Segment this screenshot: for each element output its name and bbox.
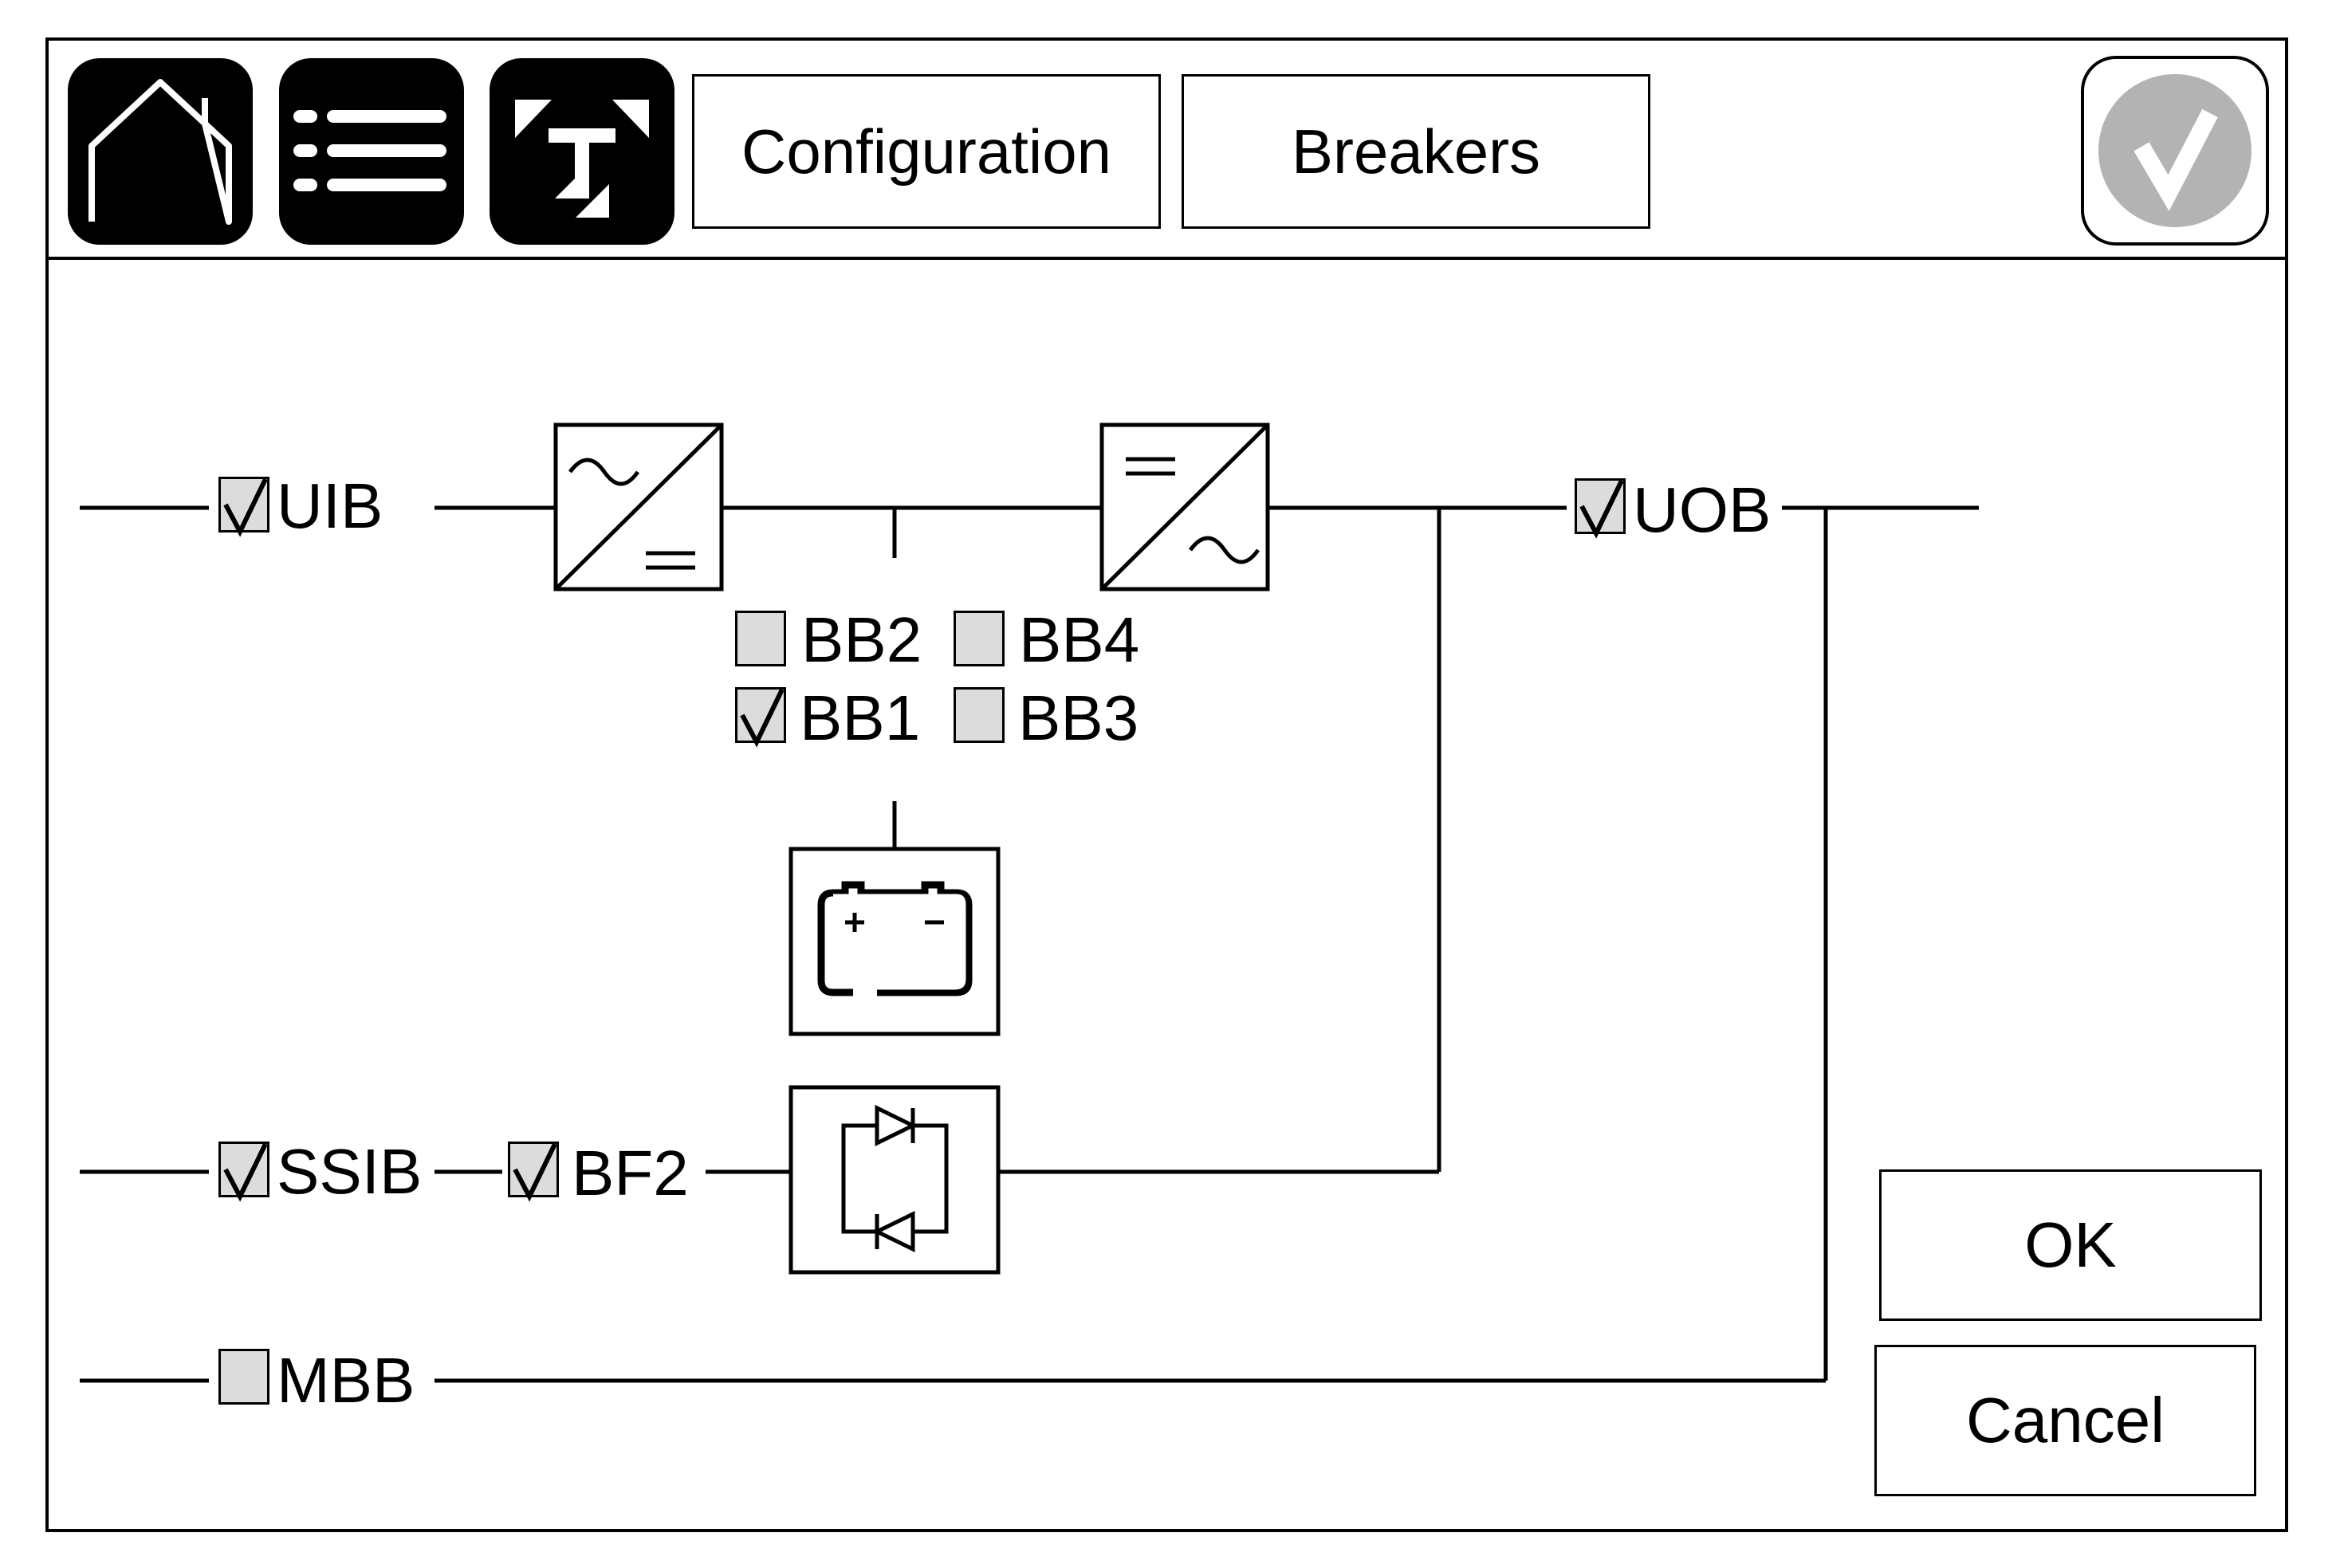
checkmark-icon — [223, 477, 268, 537]
header-divider — [45, 257, 2288, 260]
ac-dc-rectifier-icon — [553, 422, 724, 591]
cancel-button[interactable]: Cancel — [1874, 1345, 2256, 1496]
menu-button[interactable] — [279, 58, 464, 245]
tools-button[interactable] — [490, 58, 674, 245]
tab-configuration[interactable]: Configuration — [692, 74, 1161, 229]
check-status-icon — [2098, 74, 2251, 227]
battery-icon — [788, 847, 1001, 1036]
tab-breakers[interactable]: Breakers — [1182, 74, 1650, 229]
status-indicator[interactable] — [2081, 56, 2269, 246]
ssib-checkbox[interactable] — [218, 1142, 269, 1202]
checkmark-icon — [1579, 479, 1624, 539]
home-icon — [88, 79, 232, 225]
bf2-checkbox[interactable] — [508, 1142, 559, 1202]
bb4-label: BB4 — [1019, 604, 1140, 675]
bb3-label: BB3 — [1018, 682, 1139, 753]
screen-frame — [45, 37, 2288, 1532]
list-menu-icon — [293, 110, 446, 191]
uib-label: UIB — [277, 470, 383, 541]
static-switch-icon — [788, 1085, 1001, 1275]
uob-label: UOB — [1633, 474, 1772, 545]
bb2-label: BB2 — [801, 604, 922, 675]
ssib-label: SSIB — [277, 1136, 423, 1207]
ok-button[interactable]: OK — [1879, 1169, 2262, 1321]
mbb-checkbox[interactable] — [218, 1349, 269, 1405]
uob-checkbox[interactable] — [1575, 478, 1626, 539]
bf2-label: BF2 — [572, 1138, 689, 1208]
checkmark-icon — [740, 688, 785, 748]
bb4-checkbox[interactable] — [954, 611, 1005, 666]
checkmark-icon — [223, 1142, 268, 1202]
bb3-checkbox[interactable] — [954, 687, 1005, 743]
uib-checkbox[interactable] — [218, 477, 269, 537]
bb1-label: BB1 — [800, 682, 921, 753]
dc-ac-inverter-icon — [1099, 422, 1270, 591]
bb1-checkbox[interactable] — [735, 687, 786, 748]
checkmark-icon — [513, 1142, 557, 1202]
tools-icon — [515, 100, 649, 218]
mbb-label: MBB — [277, 1345, 415, 1416]
home-button[interactable] — [68, 58, 253, 245]
bb2-checkbox[interactable] — [735, 611, 786, 666]
